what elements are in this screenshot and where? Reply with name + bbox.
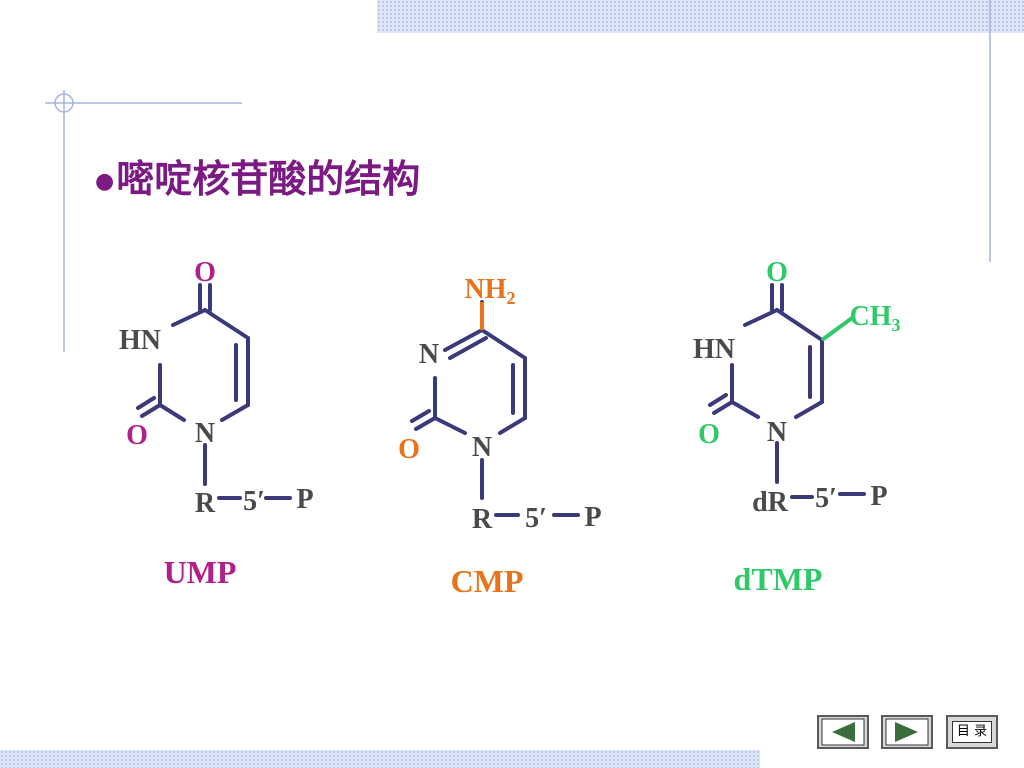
- dtmp-phosphate: P: [870, 481, 887, 512]
- cmp-amino-group: NH2: [465, 274, 516, 308]
- ump-n1: N: [195, 418, 215, 449]
- ump-hn: HN: [119, 325, 161, 356]
- toc-label: 目 录: [952, 721, 992, 743]
- ump-structure: O HN O N R 5′ P UMP: [119, 257, 314, 590]
- bullet-icon: ●: [95, 169, 115, 194]
- cmp-nh: NH: [465, 274, 507, 305]
- dtmp-five-prime: 5′: [815, 483, 837, 514]
- table-of-contents-button[interactable]: 目 录: [946, 715, 998, 749]
- dtmp-deoxyribose: dR: [752, 487, 789, 518]
- ump-label: UMP: [164, 554, 237, 590]
- triangle-right-icon: [885, 718, 929, 746]
- dtmp-ch3-subscript: 3: [892, 315, 901, 335]
- bottom-decor-band: [0, 750, 760, 768]
- slide-title-text: 嘧啶核苷酸的结构: [116, 157, 421, 201]
- dtmp-oxygen-top: O: [766, 257, 788, 288]
- cmp-five-prime: 5′: [525, 503, 547, 534]
- cmp-phosphate: P: [584, 502, 601, 533]
- cmp-nh2-subscript: 2: [507, 288, 516, 308]
- dtmp-label: dTMP: [734, 561, 823, 597]
- cmp-oxygen-left: O: [398, 434, 420, 465]
- dtmp-n1: N: [767, 417, 787, 448]
- ump-oxygen-top: O: [194, 257, 216, 288]
- dtmp-ch: CH: [850, 301, 892, 332]
- dtmp-hn: HN: [693, 334, 735, 365]
- next-slide-button[interactable]: [881, 715, 933, 749]
- cmp-label: CMP: [451, 563, 524, 599]
- ump-phosphate: P: [296, 484, 313, 515]
- dtmp-methyl-group: CH3: [850, 301, 901, 335]
- ump-oxygen-left: O: [126, 420, 148, 451]
- triangle-left-icon: [821, 718, 865, 746]
- cmp-ribose: R: [472, 504, 493, 535]
- cmp-n3: N: [419, 339, 439, 370]
- cmp-n1: N: [472, 432, 492, 463]
- dtmp-oxygen-left: O: [698, 419, 720, 450]
- ump-ribose: R: [195, 488, 216, 519]
- slide-title: ●嘧啶核苷酸的结构: [95, 148, 420, 203]
- ump-five-prime: 5′: [243, 486, 265, 517]
- top-decor-band: [377, 0, 1024, 33]
- cmp-structure: NH2 N O N R 5′ P CMP: [398, 274, 601, 599]
- prev-slide-button[interactable]: [817, 715, 869, 749]
- dtmp-structure: O CH3 HN O N dR 5′ P dTMP: [693, 257, 901, 597]
